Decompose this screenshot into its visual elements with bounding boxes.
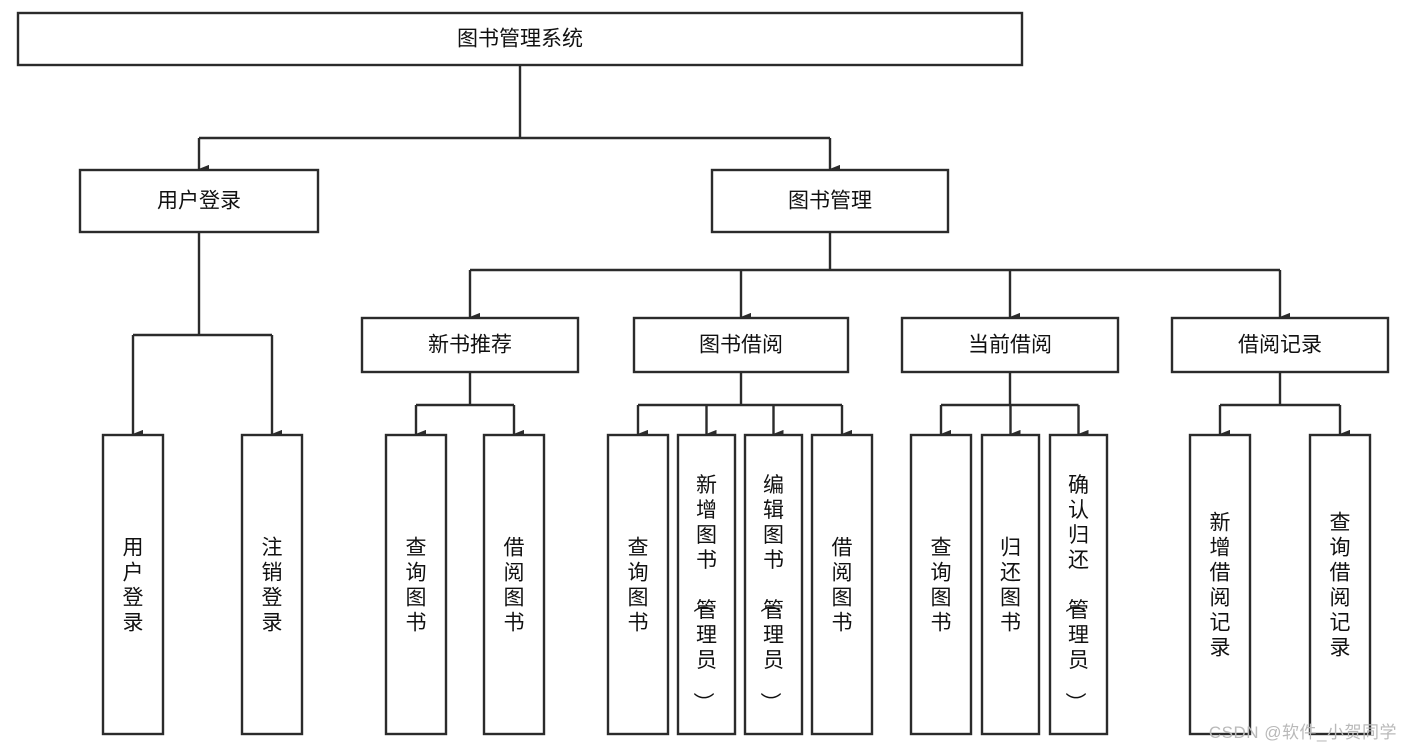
node-l3-borrow[interactable]: 图书借阅: [632, 316, 850, 374]
node-box-leaf-edit-book: [743, 433, 804, 736]
node-box-leaf-confirm-return: [1048, 433, 1109, 736]
node-leaf-return-book[interactable]: 归还图书: [980, 433, 1041, 736]
node-label-leaf-query-record: 查询借阅记录: [1330, 512, 1351, 660]
node-leaf-confirm-return[interactable]: 确认归还（管理员）: [1048, 433, 1109, 736]
node-leaf-add-book[interactable]: 新增图书（管理员）: [676, 433, 737, 736]
node-box-leaf-logout: [240, 433, 304, 736]
node-box-leaf-add-book: [676, 433, 737, 736]
node-box-leaf-query-book-2: [606, 433, 670, 736]
edges-layer: [131, 65, 1351, 439]
node-box-l3-new-book: [360, 316, 580, 374]
node-l3-new-book[interactable]: 新书推荐: [360, 316, 580, 374]
node-leaf-query-book-3[interactable]: 查询图书: [909, 433, 973, 736]
node-box-leaf-add-record: [1188, 433, 1252, 736]
node-box-leaf-query-record: [1308, 433, 1372, 736]
node-box-l2-book-manage: [710, 168, 950, 234]
node-l2-book-manage[interactable]: 图书管理: [710, 168, 950, 234]
node-leaf-query-record[interactable]: 查询借阅记录: [1308, 433, 1372, 736]
node-label-leaf-logout: 注销登录: [262, 537, 283, 635]
node-label-leaf-borrow-book-1: 借阅图书: [504, 537, 525, 635]
node-box-leaf-borrow-book-1: [482, 433, 546, 736]
node-label-l3-borrow: 图书借阅: [699, 334, 783, 357]
node-label-leaf-edit-book: 编辑图书（管理员）: [758, 474, 784, 713]
node-leaf-query-book-1[interactable]: 查询图书: [384, 433, 448, 736]
node-label-leaf-borrow-book-2: 借阅图书: [832, 537, 853, 635]
nodes-layer: 图书管理系统用户登录图书管理新书推荐图书借阅当前借阅借阅记录用户登录注销登录查询…: [16, 11, 1390, 736]
node-label-l3-current: 当前借阅: [968, 334, 1052, 357]
node-leaf-borrow-book-1[interactable]: 借阅图书: [482, 433, 546, 736]
node-leaf-add-record[interactable]: 新增借阅记录: [1188, 433, 1252, 736]
node-leaf-logout[interactable]: 注销登录: [240, 433, 304, 736]
node-leaf-edit-book[interactable]: 编辑图书（管理员）: [743, 433, 804, 736]
node-label-leaf-add-record: 新增借阅记录: [1210, 512, 1231, 660]
node-box-leaf-borrow-book-2: [810, 433, 874, 736]
node-label-l3-new-book: 新书推荐: [428, 334, 512, 357]
node-label-leaf-add-book: 新增图书（管理员）: [691, 474, 717, 713]
node-label-root: 图书管理系统: [457, 28, 583, 51]
node-leaf-query-book-2[interactable]: 查询图书: [606, 433, 670, 736]
node-l3-current[interactable]: 当前借阅: [900, 316, 1120, 374]
node-label-l2-book-manage: 图书管理: [788, 190, 872, 213]
node-root[interactable]: 图书管理系统: [16, 11, 1024, 67]
node-label-l3-record: 借阅记录: [1238, 334, 1322, 357]
node-box-leaf-query-book-3: [909, 433, 973, 736]
node-label-leaf-query-book-1: 查询图书: [406, 537, 427, 635]
node-box-leaf-user-login: [101, 433, 165, 736]
node-label-l2-user-login: 用户登录: [157, 190, 241, 213]
node-box-l2-user-login: [78, 168, 320, 234]
node-label-leaf-user-login: 用户登录: [123, 537, 144, 635]
node-l2-user-login[interactable]: 用户登录: [78, 168, 320, 234]
node-label-leaf-query-book-3: 查询图书: [931, 537, 952, 635]
node-label-leaf-confirm-return: 确认归还（管理员）: [1063, 474, 1089, 713]
node-label-leaf-return-book: 归还图书: [1000, 537, 1021, 635]
node-label-leaf-query-book-2: 查询图书: [628, 537, 649, 635]
node-box-l3-record: [1170, 316, 1390, 374]
node-leaf-user-login[interactable]: 用户登录: [101, 433, 165, 736]
node-box-root: [16, 11, 1024, 67]
node-leaf-borrow-book-2[interactable]: 借阅图书: [810, 433, 874, 736]
node-box-l3-borrow: [632, 316, 850, 374]
node-l3-record[interactable]: 借阅记录: [1170, 316, 1390, 374]
node-box-leaf-return-book: [980, 433, 1041, 736]
node-box-leaf-query-book-1: [384, 433, 448, 736]
node-box-l3-current: [900, 316, 1120, 374]
